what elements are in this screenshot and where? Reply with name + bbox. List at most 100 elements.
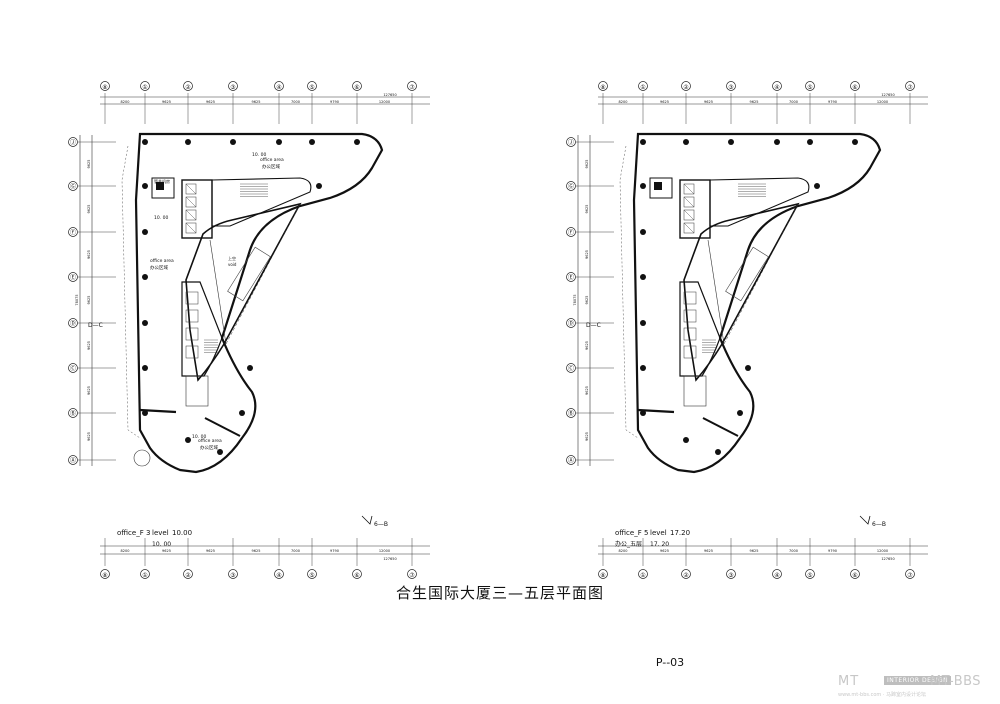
partition-wall [139, 408, 177, 414]
row-grid-label: Ⓑ [568, 410, 574, 418]
lower-room [185, 375, 209, 407]
row-dimension: 9625 [585, 386, 589, 395]
area-label-top-en: office area [260, 157, 284, 163]
structural-column [230, 139, 236, 145]
row-dimension: 9625 [87, 296, 91, 305]
structural-column [640, 274, 646, 280]
column-grid-label: ⑤ [309, 572, 314, 579]
column-grid-bubble [772, 81, 782, 91]
structural-column [142, 229, 148, 235]
plan-caption-level-label: level [650, 529, 667, 537]
row-grid-label: Ⓔ [568, 274, 574, 282]
row-grid-label: Ⓕ [568, 229, 574, 237]
row-grid-label: Ⓒ [568, 365, 574, 373]
elevator-shaft-x [683, 209, 695, 221]
structural-column [185, 437, 191, 443]
elevator-shaft [683, 183, 695, 195]
row-grid-label: Ⓐ [568, 457, 574, 465]
partition-wall [637, 408, 675, 414]
column-dimension: 9790 [330, 549, 339, 553]
structural-column [640, 139, 646, 145]
row-dimension: 9625 [87, 205, 91, 214]
toilet-cubicle [185, 309, 199, 323]
column-grid-label: ⑦ [409, 84, 415, 91]
row-dimension: 9625 [585, 296, 589, 305]
column-dimension: 9790 [828, 100, 837, 104]
row-grid-label: Ⓖ [568, 183, 574, 191]
column-grid-label: ④ [276, 572, 281, 579]
elevator-shaft [683, 222, 695, 234]
overall-dimension: 127650 [383, 93, 396, 97]
column-dimension: 8200 [121, 100, 130, 104]
partition-wall [702, 417, 739, 437]
sheet-title: 合生国际大厦三—五层平面图 [395, 584, 604, 602]
floor-plan-f3: ⑧⑧①①②②③③④④⑤⑤⑥⑥⑦⑦820082009625962596259625… [68, 81, 430, 579]
structural-column [316, 183, 322, 189]
column-dimension: 9625 [206, 100, 215, 104]
structural-column [217, 449, 223, 455]
structural-column [142, 139, 148, 145]
watermark-logo: MT INTERIOR DESIGN MT-BBS www.mt-bbs.com… [830, 670, 995, 700]
column-grid-bubble [228, 81, 238, 91]
structural-column [354, 139, 360, 145]
row-grid-label: Ⓒ [70, 365, 76, 373]
shaft-room [649, 177, 673, 199]
column-grid-bubble [407, 569, 417, 579]
column-grid-label: ⑦ [907, 84, 913, 91]
structural-column [276, 139, 282, 145]
elevator-shaft [185, 209, 197, 221]
elevator-shaft-x [185, 196, 197, 208]
column-grid-bubble [805, 81, 815, 91]
column-grid-bubble [352, 81, 362, 91]
toilet-cubicle [185, 291, 199, 305]
row-grid-bubble [566, 181, 576, 191]
column-dimension: 12000 [379, 549, 390, 553]
toilet-cubicle [683, 345, 697, 359]
area-level-top: 10. 00 [252, 152, 266, 158]
structural-column [142, 183, 148, 189]
row-dimension: 9625 [585, 250, 589, 259]
column-dimension: 12000 [379, 100, 390, 104]
core-label: 管井机房 [154, 178, 170, 184]
column-grid-bubble [140, 81, 150, 91]
section-mark-label: 6—B [374, 521, 388, 528]
plan-caption-level-cn: 17. 20 [650, 541, 669, 548]
column-grid-label: ② [683, 572, 689, 579]
column-grid-label: ① [142, 84, 147, 91]
structural-column [715, 449, 721, 455]
column-grid-label: ⑥ [852, 84, 857, 91]
column-grid-label: ⑦ [409, 572, 415, 579]
row-dimension: 9625 [585, 205, 589, 214]
column-grid-label: ① [640, 84, 645, 91]
void-label-cn: 上空 [228, 255, 236, 261]
area-label-mid-cn: 办公区域 [150, 264, 168, 271]
toilet-cubicle [683, 309, 697, 323]
row-grid-bubble [68, 227, 78, 237]
column-grid-label: ③ [728, 84, 733, 91]
structural-column [142, 274, 148, 280]
column-dimension: 9790 [828, 549, 837, 553]
elevator-shaft-x [683, 196, 695, 208]
row-dimension: 9625 [87, 160, 91, 169]
column-dimension: 8200 [121, 549, 130, 553]
north-circle [133, 449, 151, 467]
elevator-shaft [185, 183, 197, 195]
column-grid-label: ④ [276, 84, 281, 91]
column-grid-bubble [726, 569, 736, 579]
structural-column [309, 139, 315, 145]
column-grid-bubble [274, 81, 284, 91]
plan-caption-level-label: level [152, 529, 169, 537]
row-dimension: 9625 [87, 432, 91, 441]
area-label-bot-cn: 办公区域 [200, 444, 218, 451]
row-dimension: 9625 [87, 386, 91, 395]
elevator-shaft [185, 222, 197, 234]
overall-dimension: 127650 [383, 557, 396, 561]
row-grid-bubble [566, 272, 576, 282]
overall-row-dimension: 78075 [75, 294, 79, 305]
column-dimension: 8200 [619, 100, 628, 104]
watermark-mt: MT [838, 674, 860, 689]
watermark-brand: MT-BBS [930, 674, 982, 689]
column-dimension: 9625 [162, 100, 171, 104]
atrium-void-outline [185, 202, 302, 382]
